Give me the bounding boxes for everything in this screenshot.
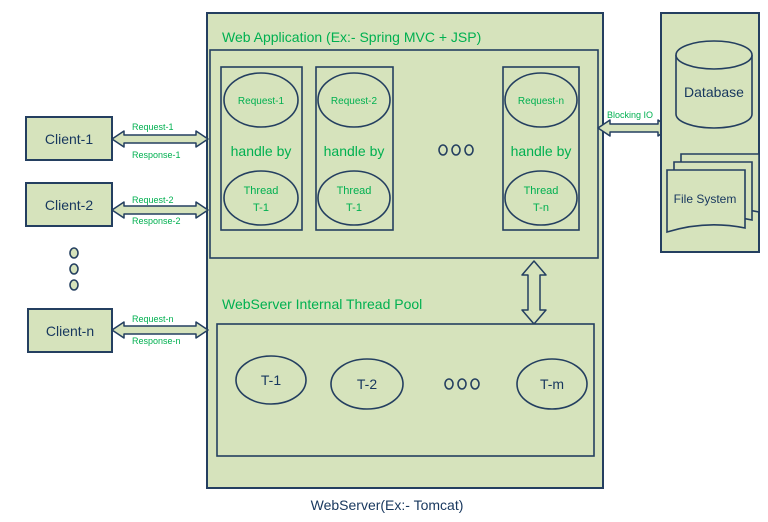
client-1-box bbox=[25, 116, 113, 161]
blocking-io-label: Blocking IO bbox=[607, 110, 653, 120]
handler-request-label: Request-n bbox=[518, 96, 564, 107]
client-ellipsis-dots bbox=[69, 247, 79, 291]
client-2-response-label: Response-2 bbox=[132, 216, 181, 226]
web-app-title: Web Application (Ex:- Spring MVC + JSP) bbox=[222, 29, 481, 45]
client-1-request-label: Request-1 bbox=[132, 122, 174, 132]
handler-middle-label: handle by bbox=[324, 143, 385, 159]
handler-column-1: Request-1 handle by Thread T-1 bbox=[220, 66, 303, 231]
request-ellipse bbox=[223, 72, 299, 128]
handler-request-label: Request-2 bbox=[331, 96, 378, 107]
handler-thread-line1: Thread bbox=[524, 185, 559, 197]
pool-thread-ellipse bbox=[330, 358, 404, 410]
request-ellipse bbox=[317, 72, 391, 128]
client-n-response-label: Response-n bbox=[132, 336, 181, 346]
ellipsis-dot bbox=[444, 378, 454, 390]
file-system-icon bbox=[666, 153, 760, 234]
handler-thread-line1: Thread bbox=[337, 185, 372, 197]
client-n-double-arrow bbox=[111, 321, 209, 339]
handler-column-2: Request-2 handle by Thread T-1 bbox=[315, 66, 394, 231]
ellipsis-dot bbox=[69, 247, 79, 259]
client-2-double-arrow bbox=[111, 201, 209, 219]
blocking-io-double-arrow bbox=[597, 119, 671, 137]
handler-column-n: Request-n handle by Thread T-n bbox=[502, 66, 580, 231]
webserver-caption: WebServer(Ex:- Tomcat) bbox=[311, 497, 464, 513]
handler-ellipsis-dots bbox=[438, 144, 474, 156]
pool-thread-label: T-1 bbox=[261, 372, 281, 388]
thread-pool-title: WebServer Internal Thread Pool bbox=[222, 296, 422, 312]
client-n-request-label: Request-n bbox=[132, 314, 174, 324]
client-2-label: Client-2 bbox=[45, 197, 93, 213]
thread-ellipse bbox=[504, 170, 578, 226]
request-ellipse bbox=[504, 72, 578, 128]
handler-thread-line2: T-n bbox=[533, 202, 549, 214]
handler-middle-label: handle by bbox=[231, 143, 292, 159]
handler-thread-line2: T-1 bbox=[253, 202, 269, 214]
handler-thread-line2: T-1 bbox=[346, 202, 362, 214]
pool-thread-ellipse bbox=[235, 355, 307, 405]
handler-thread-line1: Thread bbox=[244, 185, 279, 197]
ellipsis-dot bbox=[464, 144, 474, 156]
ellipsis-dot bbox=[69, 263, 79, 275]
file-system-label: File System bbox=[674, 192, 737, 206]
thread-ellipse bbox=[223, 170, 299, 226]
ellipsis-dot bbox=[451, 144, 461, 156]
client-1-double-arrow bbox=[111, 130, 209, 148]
database-icon bbox=[675, 40, 753, 129]
client-2-box bbox=[25, 182, 113, 227]
thread-ellipse bbox=[317, 170, 391, 226]
pool-thread-ellipse bbox=[516, 358, 588, 410]
pool-ellipsis-dots bbox=[444, 378, 480, 390]
client-n-box bbox=[27, 308, 113, 353]
ellipsis-dot bbox=[457, 378, 467, 390]
client-1-label: Client-1 bbox=[45, 131, 93, 147]
ellipsis-dot bbox=[69, 279, 79, 291]
client-n-label: Client-n bbox=[46, 323, 94, 339]
handler-request-label: Request-1 bbox=[238, 96, 285, 107]
client-2-request-label: Request-2 bbox=[132, 195, 174, 205]
ellipsis-dot bbox=[438, 144, 448, 156]
pool-thread-label: T-m bbox=[540, 376, 564, 392]
client-1-response-label: Response-1 bbox=[132, 150, 181, 160]
pool-thread-label: T-2 bbox=[357, 376, 377, 392]
handler-middle-label: handle by bbox=[511, 143, 572, 159]
database-label: Database bbox=[684, 84, 744, 100]
ellipsis-dot bbox=[470, 378, 480, 390]
